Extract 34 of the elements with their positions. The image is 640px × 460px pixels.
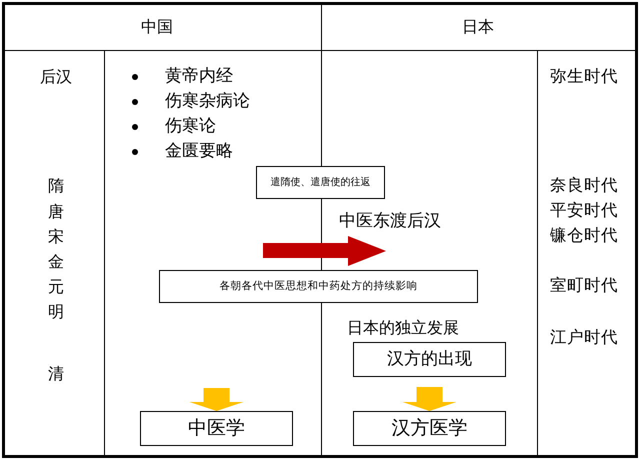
text-box <box>256 166 385 199</box>
note-text: 中医东渡后汉 <box>339 212 441 232</box>
era-name: 室町时代 <box>550 276 618 296</box>
text-box <box>140 411 293 446</box>
block-arrow <box>190 388 244 411</box>
era-name: 平安时代 <box>550 202 618 220</box>
dynasty-name: 后汉 <box>40 68 72 86</box>
dynasty-name: 宋 <box>48 228 64 246</box>
box-text: 汉方的出现 <box>387 349 472 370</box>
text-box <box>353 342 506 377</box>
text-box <box>353 411 506 446</box>
era-name: 镰仓时代 <box>550 226 618 246</box>
book-title: 伤寒杂病论 <box>165 92 250 112</box>
book-title: 金匮要略 <box>165 142 233 162</box>
dynasty-name: 元 <box>48 278 64 296</box>
dynasty-name: 隋 <box>48 176 64 196</box>
dynasty-name: 清 <box>48 364 64 384</box>
column-heading: 中国 <box>141 18 173 36</box>
text-box <box>159 270 478 303</box>
box-text: 汉方医学 <box>392 417 468 440</box>
dynasty-name: 明 <box>48 302 64 322</box>
era-name: 奈良时代 <box>550 176 618 196</box>
column-heading: 日本 <box>462 18 494 36</box>
dynasty-name: 金 <box>48 252 64 272</box>
box-text: 中医学 <box>188 417 245 440</box>
era-name: 弥生时代 <box>550 68 618 86</box>
box-text: 各朝各代中医思想和中药处方的持续影响 <box>220 280 418 293</box>
book-title: 黄帝内经 <box>165 67 233 87</box>
note-text: 日本的独立发展 <box>347 318 459 338</box>
dynasty-name: 唐 <box>48 202 64 222</box>
box-text: 遣隋使、遣唐使的往返 <box>270 176 370 188</box>
block-arrow <box>402 387 456 411</box>
book-title: 伤寒论 <box>165 117 216 137</box>
era-name: 江户时代 <box>550 328 618 348</box>
